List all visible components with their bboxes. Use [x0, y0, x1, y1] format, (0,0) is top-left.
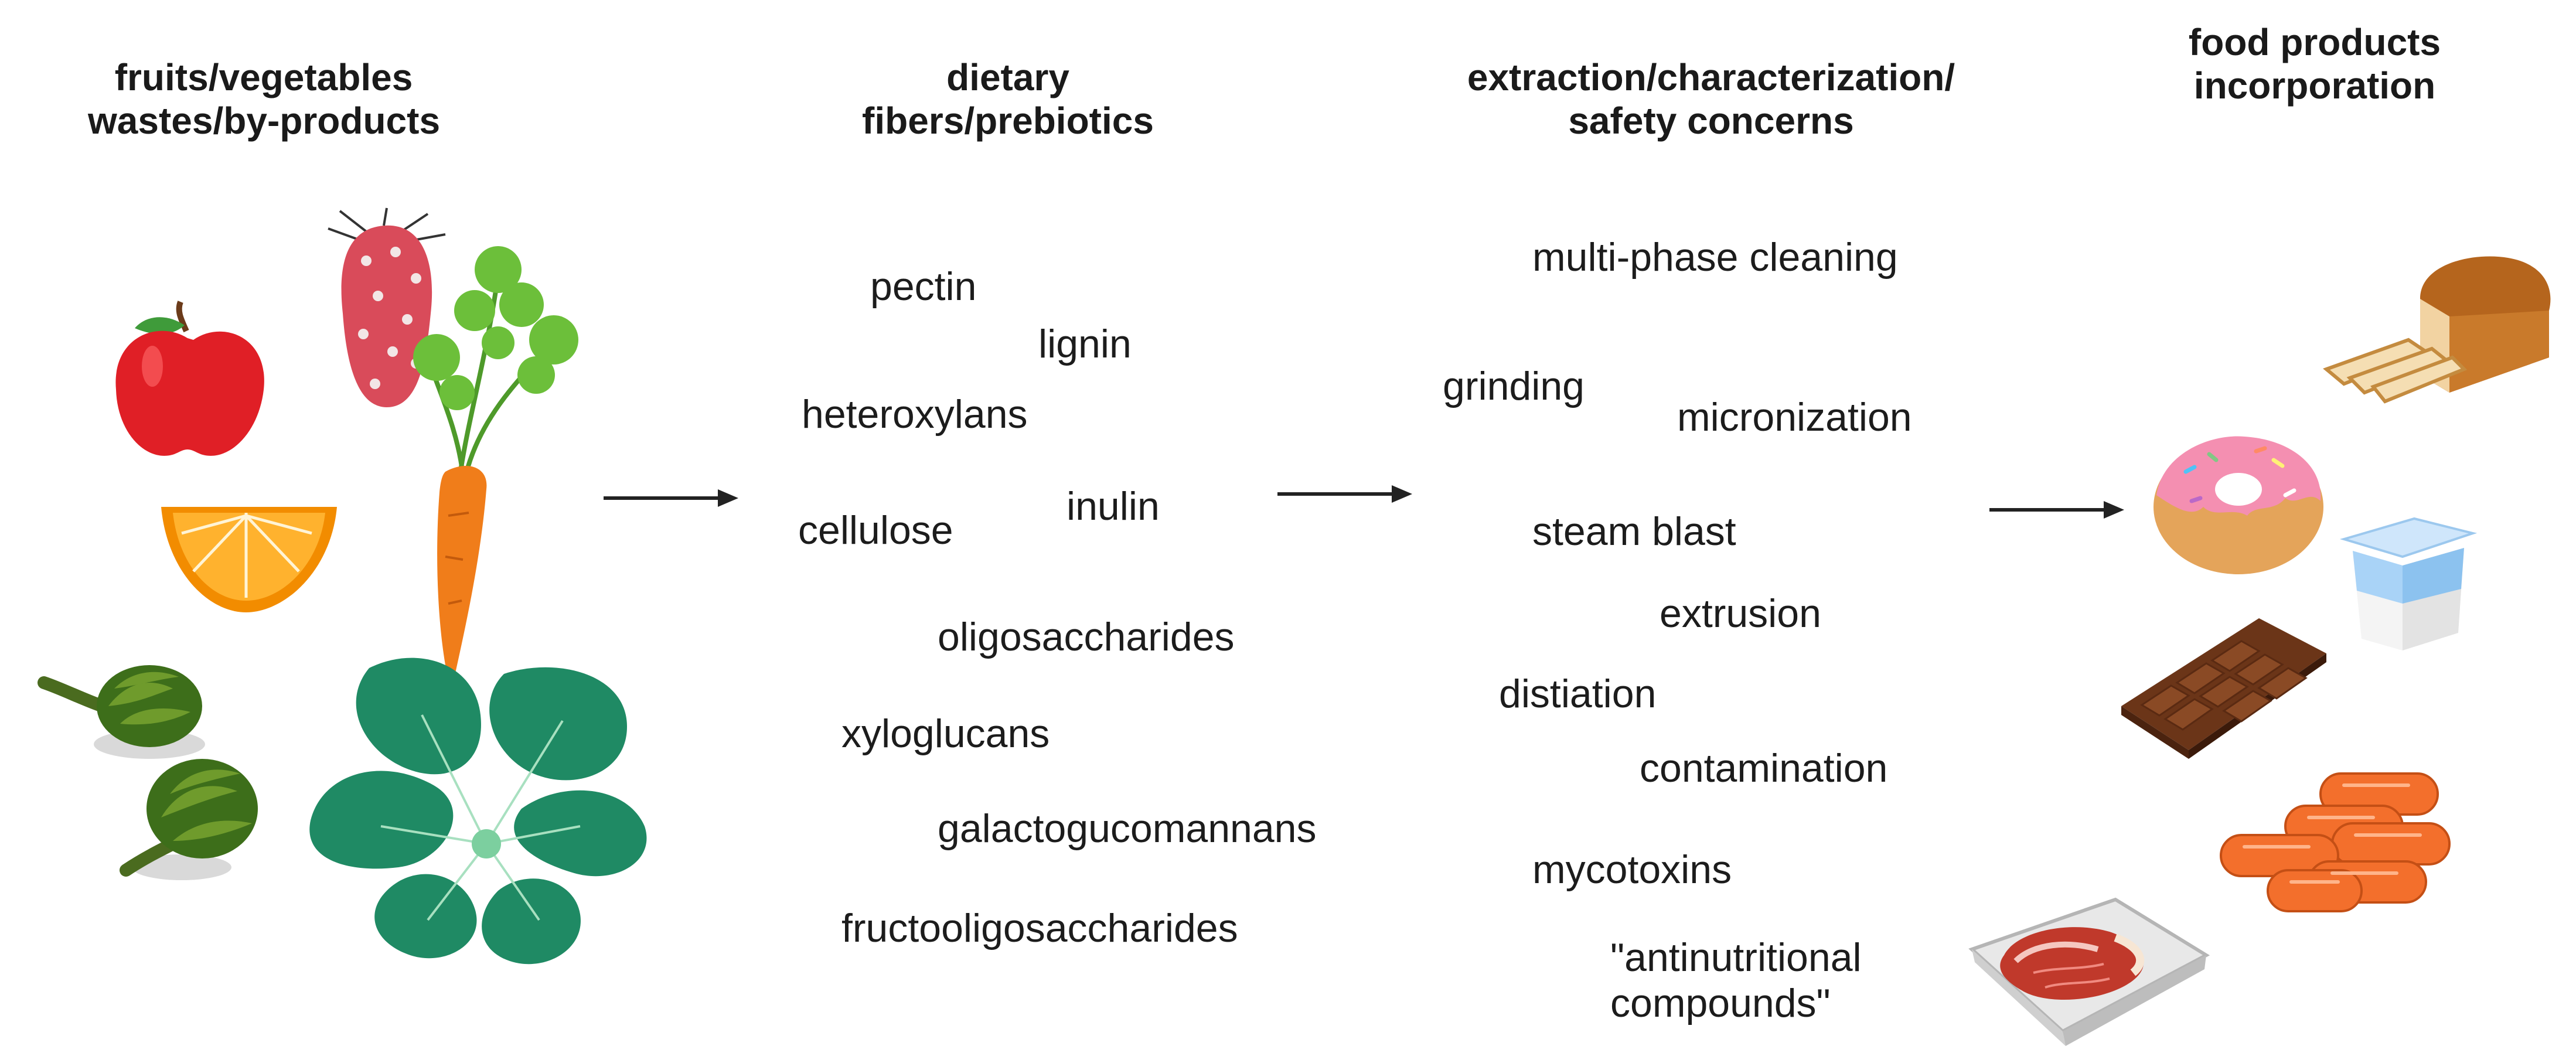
process-distiation: distiation [1499, 672, 1657, 716]
chocolate-bar-icon [2121, 618, 2326, 759]
fiber-cellulose: cellulose [798, 508, 953, 553]
heading-waste: fruits/vegetables wastes/by-products [88, 56, 441, 142]
heading-line: dietary [946, 56, 1069, 98]
process-antinutritional-compounds: "antinutritional compounds" [1610, 935, 1862, 1026]
heading-line: fibers/prebiotics [862, 100, 1154, 142]
process-extrusion: extrusion [1660, 591, 1821, 636]
heading-line: wastes/by-products [88, 100, 441, 142]
process-multi-phase-cleaning: multi-phase cleaning [1532, 235, 1898, 280]
yogurt-icon [2339, 517, 2478, 650]
process-contamination: contamination [1640, 746, 1888, 791]
fiber-heteroxylans: heteroxylans [802, 392, 1028, 437]
leafy-greens-icon [309, 657, 647, 965]
donut-icon [2154, 436, 2323, 574]
arrow-icon [604, 489, 738, 507]
heading-fibers: dietary fibers/prebiotics [832, 56, 1184, 142]
process-micronization: micronization [1677, 395, 1912, 439]
heading-line: safety concerns [1568, 100, 1854, 142]
fiber-fructooligosaccharides: fructooligosaccharides [841, 906, 1238, 950]
fiber-inulin: inulin [1066, 484, 1160, 529]
carrot-icon [413, 246, 578, 691]
fiber-lignin: lignin [1038, 322, 1132, 366]
sausages-icon [2220, 772, 2451, 912]
heading-line: extraction/characterization/ [1467, 56, 1955, 98]
fiber-pectin: pectin [870, 264, 977, 309]
arrow-icon [1277, 485, 1412, 503]
heading-line: food products [2188, 21, 2441, 63]
fiber-galactogucomannans: galactogucomannans [938, 806, 1317, 851]
fiber-xyloglucans: xyloglucans [841, 711, 1050, 756]
fiber-oligosaccharides: oligosaccharides [938, 615, 1235, 659]
orange-slice-icon [161, 507, 337, 612]
heading-line: incorporation [2193, 64, 2436, 107]
artichoke-icon [120, 759, 258, 880]
process-grinding: grinding [1443, 364, 1585, 408]
process-mycotoxins: mycotoxins [1532, 847, 1732, 892]
bread-icon [2323, 256, 2551, 404]
apple-icon [115, 301, 264, 456]
process-steam-blast: steam blast [1532, 509, 1736, 554]
arrow-icon [1989, 501, 2124, 519]
heading-products: food products incorporation [2139, 21, 2490, 107]
antinutritional-line: compounds" [1610, 981, 1831, 1025]
antinutritional-line: "antinutritional [1610, 935, 1862, 980]
artichoke-icon [38, 665, 205, 759]
heading-line: fruits/vegetables [114, 56, 413, 98]
heading-extraction: extraction/characterization/ safety conc… [1412, 56, 2010, 142]
packaged-meat-icon [1968, 897, 2210, 1046]
